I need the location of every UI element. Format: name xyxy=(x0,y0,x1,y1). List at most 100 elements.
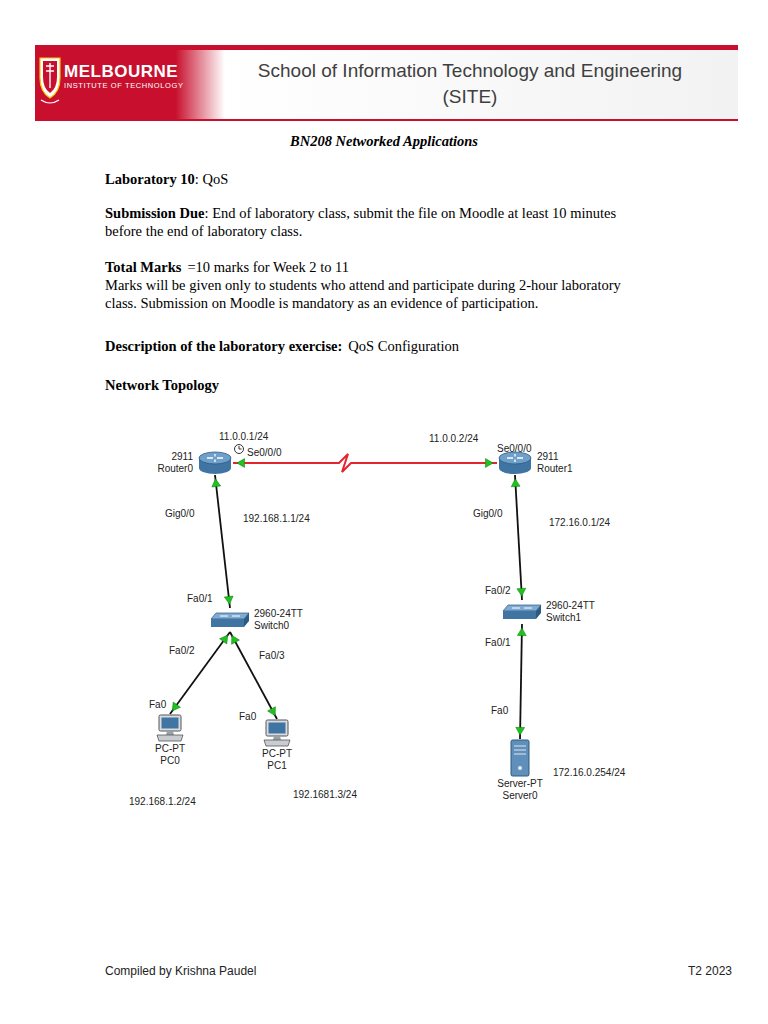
document-title: BN208 Networked Applications xyxy=(290,133,478,149)
text-group: 11.0.0.1/24 xyxy=(218,426,269,444)
device-name: Switch1 xyxy=(546,612,581,624)
device-labels: 2911Router0 xyxy=(157,451,193,475)
link-light xyxy=(169,702,181,713)
network-device: PC-PTPC0 xyxy=(155,714,185,767)
network-device: PC-PTPC1 xyxy=(262,719,292,772)
text-group: Fa0 xyxy=(148,694,167,712)
text-group: Total Marks=10 marks for Week 2 to 11 xyxy=(105,258,653,276)
label-text: Fa0/1 xyxy=(484,637,512,648)
link-light xyxy=(516,727,525,735)
device-name: PC0 xyxy=(160,755,179,767)
text-group: Fa0/2 xyxy=(484,580,512,598)
label-text: 192.168.1.2/24 xyxy=(128,796,197,807)
switch-icon xyxy=(502,604,542,620)
label-text: (SITE) xyxy=(235,84,705,110)
network-device: 2960-24TTSwitch0 xyxy=(210,608,303,632)
header-banner xyxy=(35,45,738,121)
text-group: 192.168.1.2/24 xyxy=(128,791,197,809)
text-group: Fa0/1 xyxy=(484,632,512,650)
label-text: T2 2023 xyxy=(688,964,732,978)
label-text: Marks will be given only to students who… xyxy=(105,277,621,311)
link-light xyxy=(511,479,520,487)
label-text: Fa0/3 xyxy=(258,650,286,661)
device-labels: 2960-24TTSwitch1 xyxy=(546,600,595,624)
text-group: Gig0/0 xyxy=(164,503,195,521)
device-labels: 2960-24TTSwitch0 xyxy=(254,608,303,632)
label-text: 192.168.1.1/24 xyxy=(242,513,311,524)
link-light xyxy=(237,459,245,468)
network-device: 2911Router1 xyxy=(497,451,573,475)
label-text: MELBOURNE xyxy=(64,62,194,81)
ethernet-link xyxy=(215,475,230,608)
clock-symbol xyxy=(235,445,244,454)
text-group: Submission Due: End of laboratory class,… xyxy=(105,204,653,240)
label-text: 11.0.0.1/24 xyxy=(218,431,269,442)
text-group: Network Topology xyxy=(105,376,665,394)
link-light xyxy=(228,633,239,644)
link-light xyxy=(224,596,234,605)
label-text: Fa0/2 xyxy=(168,645,196,656)
label-text: Gig0/0 xyxy=(164,508,195,519)
label-text: Description of the laboratory exercise: xyxy=(105,338,342,354)
text-group: 192.168.1.1/24 xyxy=(242,508,311,526)
label-text: QoS Configuration xyxy=(348,338,459,354)
label-text: 172.16.0.1/24 xyxy=(548,517,611,528)
device-name: Router1 xyxy=(537,463,573,475)
text-group: 11.0.0.2/24 xyxy=(428,428,479,446)
device-name: 2960-24TT xyxy=(254,608,303,620)
text-group: Se0/0/0 xyxy=(246,442,282,460)
text-group: 192.1681.3/24 xyxy=(292,784,358,802)
ethernet-link xyxy=(515,475,522,600)
label-text: 11.0.0.2/24 xyxy=(428,433,479,444)
device-labels: 2911Router1 xyxy=(537,451,573,475)
title-block: BN208 Networked Applications xyxy=(0,132,768,150)
text-group: MELBOURNEINSTITUTE OF TECHNOLOGY xyxy=(64,62,194,91)
label-text: Laboratory 10 xyxy=(105,171,195,187)
link-light xyxy=(268,707,279,718)
device-name: Router0 xyxy=(157,463,193,475)
text-group: Laboratory 10: QoS xyxy=(105,170,665,188)
label-text: School of Information Technology and Eng… xyxy=(235,58,705,84)
device-name: 2911 xyxy=(171,451,193,463)
text-group: Gig0/0 xyxy=(472,503,503,521)
text-group: Fa0/3 xyxy=(258,645,286,663)
router-icon xyxy=(497,451,533,475)
text-group: School of Information Technology and Eng… xyxy=(235,58,705,110)
link-light xyxy=(485,459,493,468)
text-group: Compiled by Krishna Paudel xyxy=(105,961,256,979)
link-light xyxy=(220,633,232,644)
device-labels: PC-PTPC1 xyxy=(262,748,292,772)
text-group: 172.16.0.1/24 xyxy=(548,512,611,530)
label-text: Fa0/2 xyxy=(484,585,512,596)
network-device: Server-PTServer0 xyxy=(497,739,543,802)
network-device: 2911Router0 xyxy=(157,451,233,475)
label-text: Se0/0/0 xyxy=(246,447,282,458)
server-icon xyxy=(509,739,531,777)
label-text: INSTITUTE OF TECHNOLOGY xyxy=(64,81,194,91)
institute-logo xyxy=(40,58,60,103)
link-light xyxy=(517,588,526,596)
device-name: Server0 xyxy=(502,790,537,802)
pc-icon xyxy=(262,719,292,747)
text-group: Fa0/2 xyxy=(168,640,196,658)
label-text: Compiled by Krishna Paudel xyxy=(105,964,256,978)
text-group: 172.16.0.254/24 xyxy=(552,762,626,780)
label-text: Fa0 xyxy=(238,711,257,722)
switch-icon xyxy=(210,612,250,628)
text-group: Fa0/1 xyxy=(186,588,214,606)
device-name: 2960-24TT xyxy=(546,600,595,612)
label-text: =10 marks for Week 2 to 11 xyxy=(187,259,349,275)
text-group: T2 2023 xyxy=(688,961,732,979)
label-text: Submission Due xyxy=(105,205,205,221)
header-stripe xyxy=(35,45,738,50)
label-text: Network Topology xyxy=(105,377,219,393)
device-name: 2911 xyxy=(537,451,559,463)
text-group: Fa0 xyxy=(238,706,257,724)
pc-icon xyxy=(155,714,185,742)
ethernet-link xyxy=(230,632,277,719)
router-icon xyxy=(197,451,233,475)
link-light xyxy=(211,478,221,487)
header-rule xyxy=(35,119,738,121)
